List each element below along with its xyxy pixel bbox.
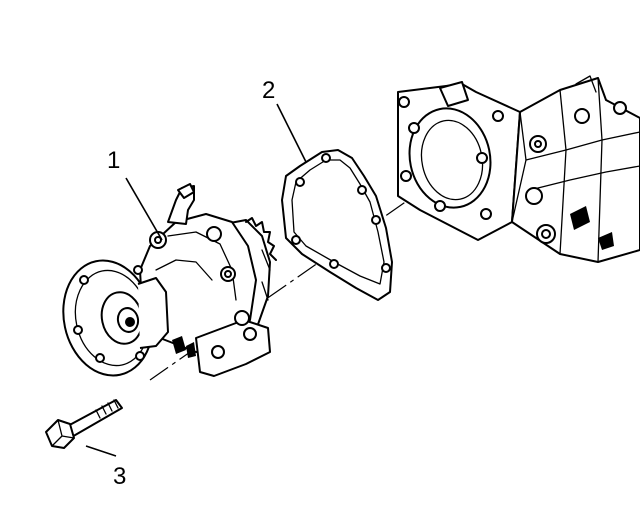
callout-2-label: 2: [262, 77, 275, 104]
pump-assembly: [62, 183, 277, 377]
bolt: [45, 399, 123, 449]
transfer-case-housing: [397, 75, 640, 263]
callout-1-label: 1: [107, 147, 120, 174]
callout-2: 2: [262, 77, 307, 163]
callout-3: 3: [85, 445, 126, 490]
callout-1: 1: [107, 147, 163, 241]
callout-3-label: 3: [113, 463, 126, 490]
gasket: [281, 149, 393, 301]
